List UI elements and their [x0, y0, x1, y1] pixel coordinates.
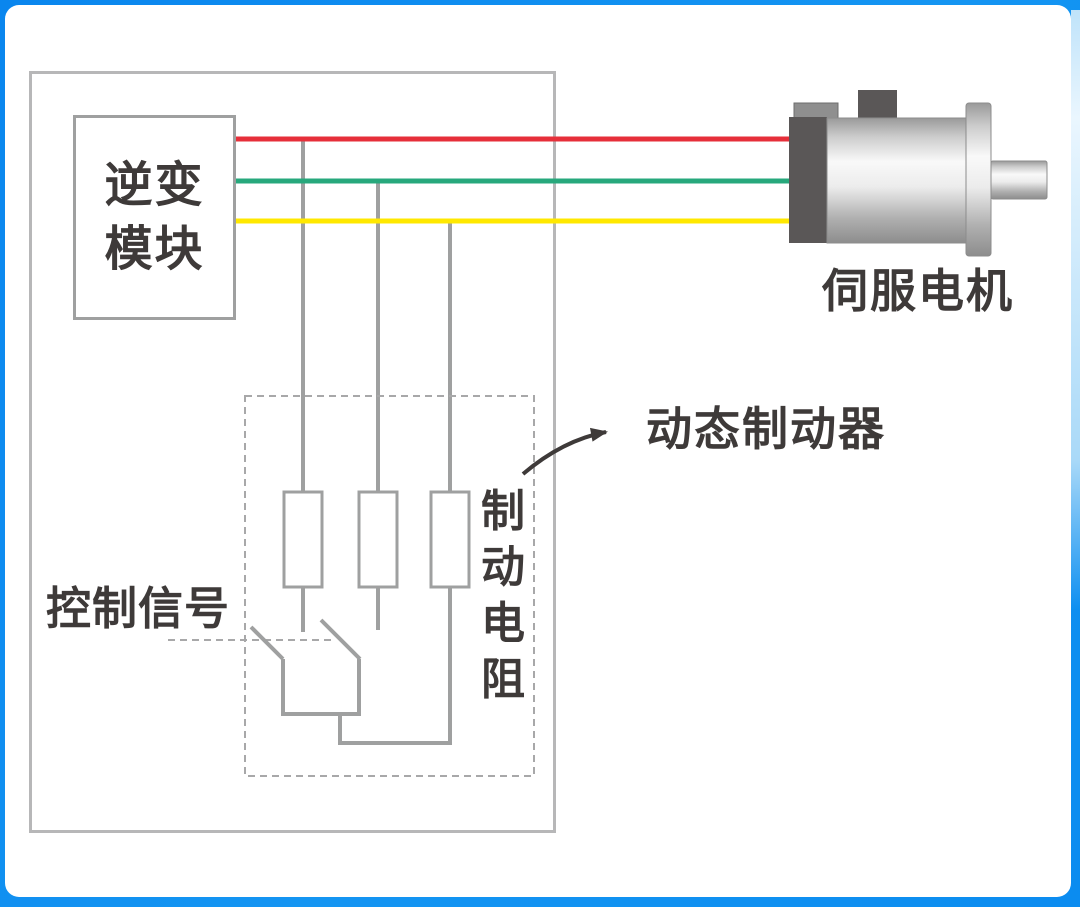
- dynamic-brake-label: 动态制动器: [646, 403, 886, 455]
- switch-blade-2: [319, 618, 362, 661]
- braking-resistor-3: [429, 490, 471, 589]
- servo-motor-mount-tab: [793, 102, 839, 120]
- return-wire: [338, 587, 452, 745]
- servo-motor-body: [826, 117, 969, 244]
- dynamic-brake-dashed-box: [244, 395, 535, 777]
- callout-arrow: [521, 427, 608, 476]
- servo-motor-label: 伺服电机: [822, 265, 1014, 317]
- frame-right-sheen: [1071, 10, 1080, 610]
- inverter-module-box: 逆变 模块: [73, 115, 236, 320]
- servo-motor-connector-block: [789, 117, 827, 243]
- inverter-module-label: 逆变 模块: [104, 158, 205, 276]
- control-signal-label: 控制信号: [46, 583, 231, 634]
- servo-motor-terminal-box: [858, 90, 897, 119]
- braking-resistor-label: 制 动 电 阻: [481, 487, 525, 704]
- switch-blade-1: [249, 625, 285, 661]
- braking-resistor-1: [282, 490, 324, 589]
- servo-motor-flange: [965, 102, 992, 257]
- switch-posts-bus: [281, 659, 361, 716]
- servo-motor-shaft: [990, 160, 1048, 200]
- braking-resistor-2: [357, 490, 399, 589]
